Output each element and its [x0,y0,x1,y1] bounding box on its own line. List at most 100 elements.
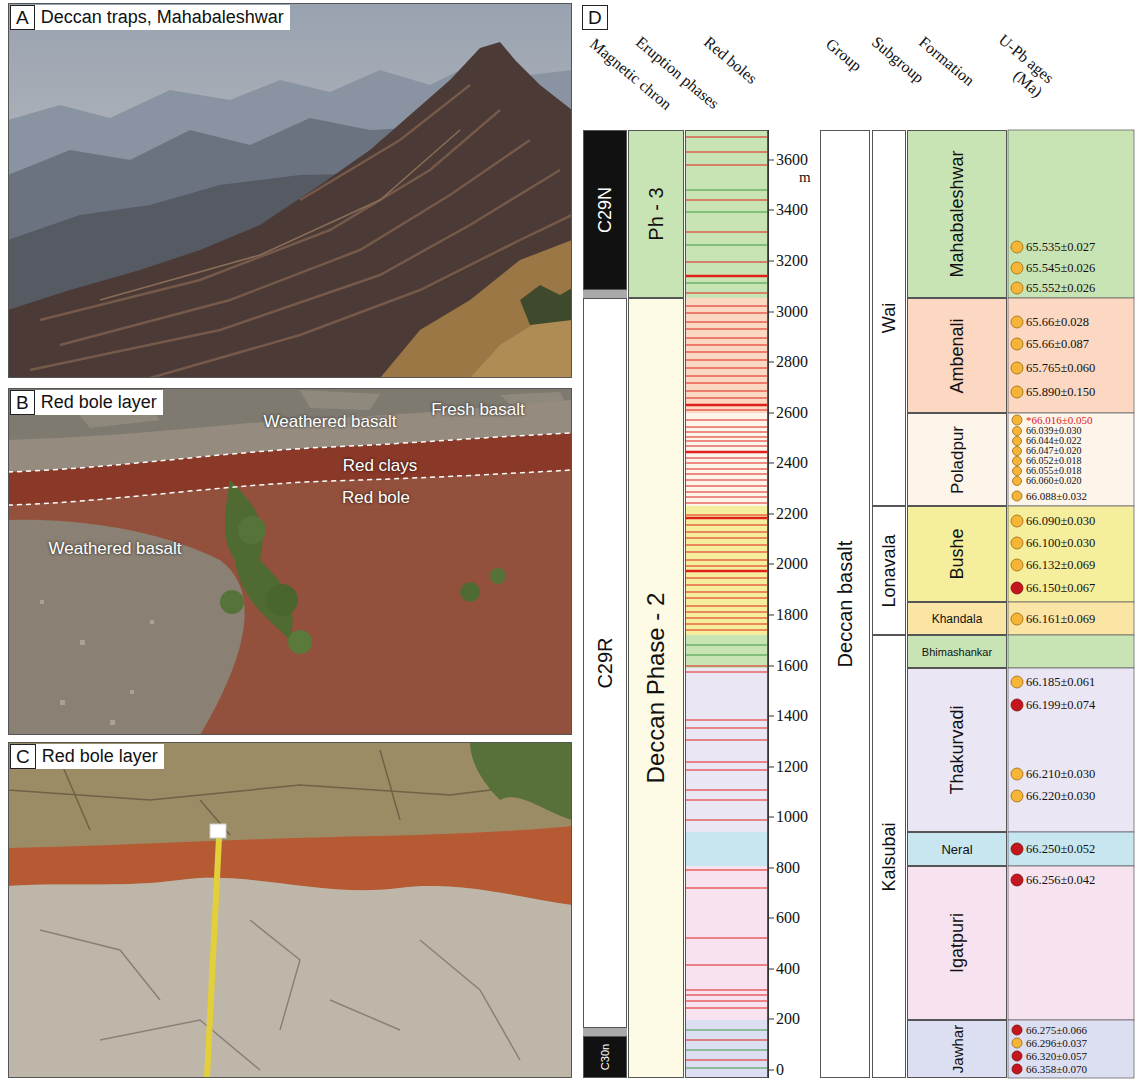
crack [330,1000,400,1030]
red-bole-horizon [685,164,768,165]
red-bole-horizon [685,312,768,313]
red-bole-horizon [685,404,768,406]
scale-axis [768,130,769,1078]
leaf-cluster [460,582,480,602]
red-bole-horizon [685,431,768,432]
panel-letter: D [582,5,608,30]
red-bole-horizon [685,199,768,200]
red-bole-horizon [685,496,768,497]
red-bole-horizon [685,544,768,545]
red-bole-horizon [685,275,768,277]
age-label: 66.256±0.042 [1026,874,1095,887]
red-bole-horizon [685,570,768,572]
figure-panel: BRed bole layer [8,388,572,735]
red-bole-horizon [685,351,768,352]
age-label: 66.047±0.020 [1026,446,1082,456]
scale-number: 2800 [776,354,808,370]
panel-letter: B [10,390,35,415]
age-label: 66.358±0.070 [1026,1064,1087,1075]
red-bole-horizon [685,654,768,655]
scale-number: 2000 [776,556,808,572]
column-header: Formation [916,34,977,89]
age-label: 66.132±0.069 [1026,559,1095,572]
age-marker [1013,467,1022,476]
panel-letter: A [10,5,35,30]
formation-label: Mahabaleshwar [948,150,966,277]
sky [8,3,572,378]
red-bole-band [685,635,768,668]
age-band [1008,635,1134,668]
panel-heading: BRed bole layer [10,390,163,415]
phase-box: Deccan Phase - 2 [628,298,684,1078]
age-marker [1013,437,1022,446]
measuring-tape [207,838,219,1078]
age-label: 65.552±0.026 [1026,282,1095,295]
red-bole-horizon [685,799,768,800]
red-bole-horizon [685,1039,768,1040]
age-marker [1011,515,1023,527]
panel-frame [9,743,572,1078]
formation-label: Thakurvadi [948,705,966,794]
age-band [1008,866,1134,1020]
panel-letter: C [10,744,36,769]
red-bole-horizon [685,397,768,398]
red-bole-horizon [685,605,768,606]
red-bole-horizon [685,591,768,592]
age-marker [1012,415,1022,425]
age-marker [1011,241,1023,253]
red-bole-horizon [685,451,768,453]
panel-title: Deccan traps, Mahabaleshwar [35,5,290,30]
red-bole-horizon [685,491,768,492]
red-bole-band [685,1020,768,1078]
chron-box: C29R [583,298,627,1028]
crack [420,940,520,1060]
age-marker [1012,1025,1022,1035]
red-bole-horizon [685,727,768,728]
age-label: 66.296±0.037 [1026,1038,1087,1049]
crack [60,760,90,830]
photo-label: Red clays [343,457,418,474]
age-band [1008,668,1134,832]
gravel [40,600,154,725]
red-bole-band [685,413,768,506]
age-marker [1011,362,1023,374]
age-marker [1012,1064,1022,1074]
red-bole-horizon [685,629,768,630]
age-band [1008,1020,1134,1078]
phase-box: Ph - 3 [628,130,684,298]
subgroup-label: Lonavala [880,534,898,607]
red-bole-horizon [685,457,768,458]
age-label: 66.320±0.057 [1026,1051,1087,1062]
scale-number: 2200 [776,506,808,522]
red-bole-horizon [685,282,768,283]
terrace-line [300,85,470,200]
stratigraphic-column-art [583,130,1134,1078]
photo-label: Fresh basalt [431,401,525,418]
terrace-line [100,130,460,300]
formation-label: Ambenali [948,318,966,393]
age-marker [1013,457,1022,466]
formation-box: Neral [907,832,1007,866]
scale-number: 1000 [776,809,808,825]
red-bole-horizon [685,644,768,645]
red-bole-horizon [685,445,768,446]
age-label: 66.220±0.030 [1026,790,1095,803]
boundary-line [8,433,572,472]
red-bole-horizon [685,819,768,820]
age-marker [1011,874,1023,886]
red-bole-horizon [685,321,768,322]
age-label: 66.100±0.030 [1026,537,1095,550]
chron-transition [583,290,627,298]
age-marker [1012,1038,1022,1048]
red-bole-horizon [685,769,768,770]
red-bole-horizon [685,623,768,624]
subgroup-box: Lonavala [872,506,906,635]
group-box: Deccan basalt [820,130,870,1078]
red-bole-horizon [685,524,768,525]
age-marker [1011,338,1023,350]
red-bole-horizon [685,1059,768,1060]
formation-box: Igatpuri [907,866,1007,1020]
red-bole-horizon [685,292,768,293]
red-bole-horizon [685,367,768,368]
rock-cracks [40,920,520,1070]
